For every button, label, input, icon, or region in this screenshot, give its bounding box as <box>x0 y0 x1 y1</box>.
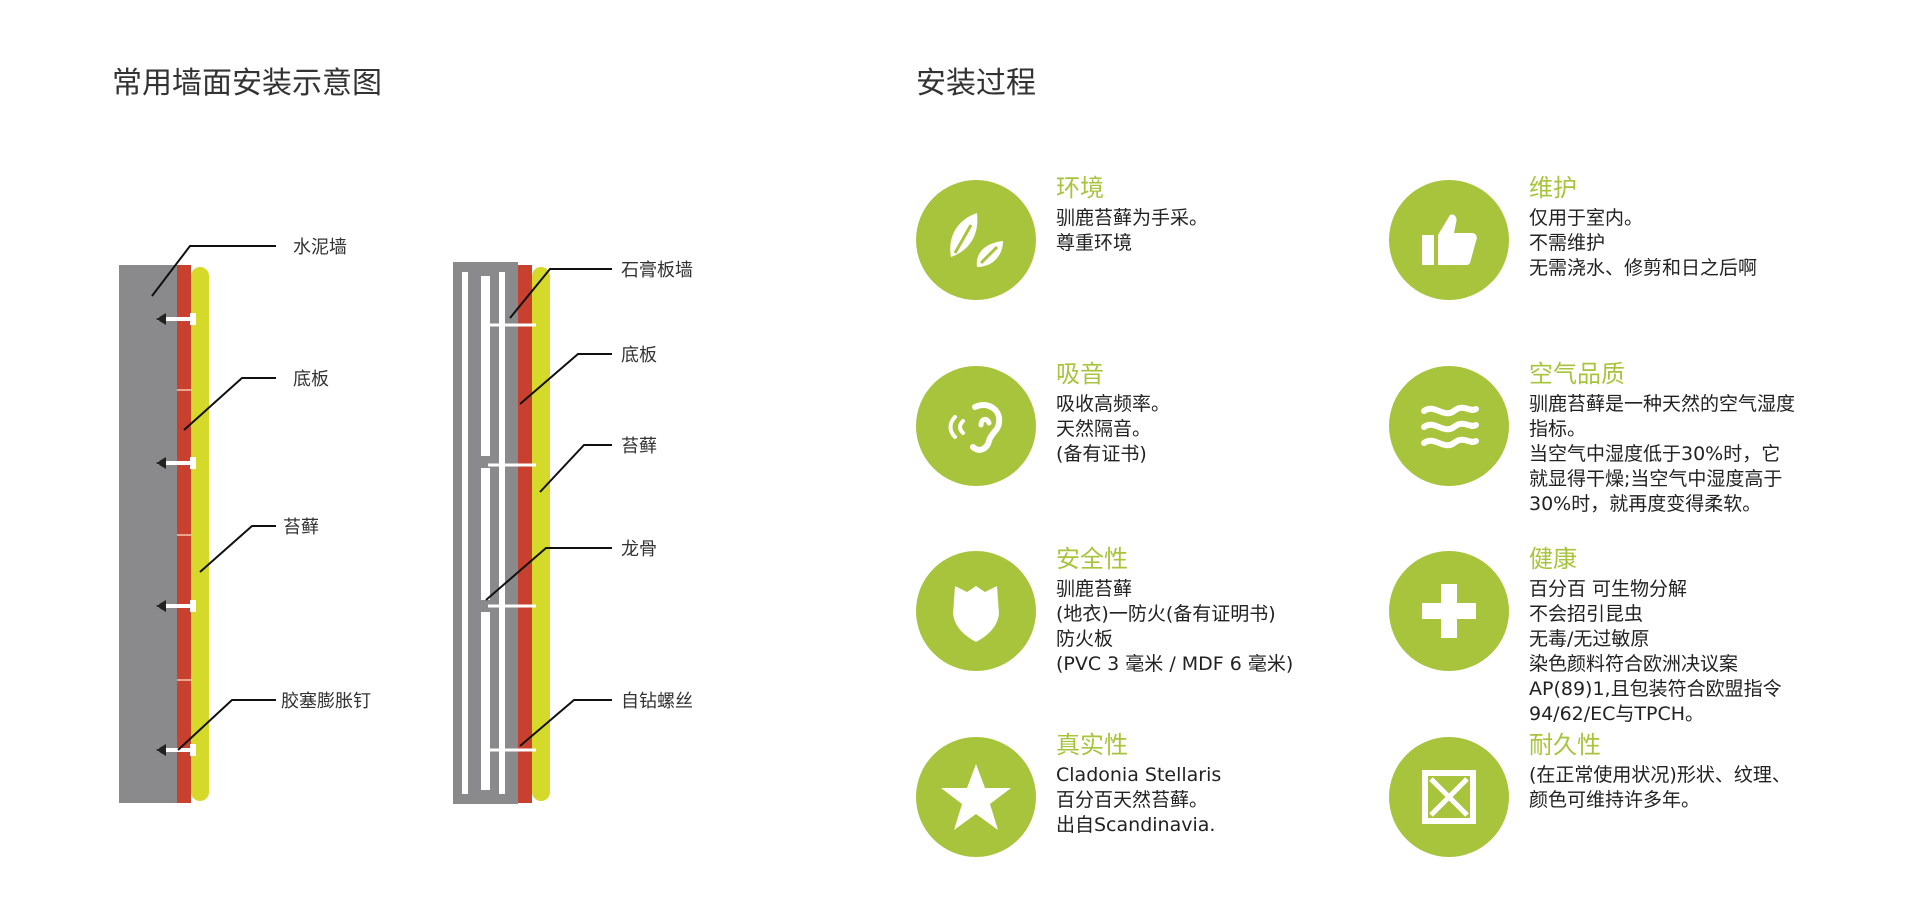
item-text: Cladonia Stellaris 百分百天然苔藓。 出自Scandinavi… <box>1056 763 1221 838</box>
leaf-icon <box>916 180 1036 300</box>
wall-install-diagrams: 水泥墙 底板 苔藓 胶塞膨胀钉 石膏板墙 底板 苔藓 <box>119 237 693 804</box>
label-anchor-nail: 胶塞膨胀钉 <box>281 691 371 712</box>
concrete-wall-layer <box>119 265 177 803</box>
box-cross-icon <box>1389 737 1509 857</box>
item-title: 耐久性 <box>1529 731 1601 759</box>
item-title: 真实性 <box>1056 731 1128 759</box>
item-line: 颜色可维持许多年。 <box>1529 789 1701 811</box>
item-title: 健康 <box>1529 545 1577 573</box>
gypsum-board-layer <box>510 265 518 803</box>
diagram-gypsum-wall: 石膏板墙 底板 苔藓 龙骨 自钻螺丝 <box>453 259 693 804</box>
moss-layer-2 <box>532 267 550 801</box>
item-line: Cladonia Stellaris <box>1056 764 1222 786</box>
thumbs-up-icon <box>1389 180 1509 300</box>
label-board: 底板 <box>293 369 329 390</box>
item-title: 环境 <box>1056 174 1104 202</box>
item-title: 维护 <box>1529 174 1577 202</box>
item-title: 安全性 <box>1056 545 1128 573</box>
item-line: (PVC 3 毫米 / MDF 6 毫米) <box>1056 653 1294 675</box>
item-line: 天然隔音。 <box>1056 418 1152 440</box>
item-line: (备有证书) <box>1056 443 1147 465</box>
item-line: 30%时，就再度变得柔软。 <box>1529 493 1762 515</box>
item-line: 驯鹿苔藓为手采。 <box>1056 207 1209 229</box>
item-line: 指标。 <box>1529 418 1587 440</box>
item-title: 空气品质 <box>1529 360 1625 388</box>
anchor-nails <box>156 313 196 756</box>
label-board-2: 底板 <box>621 345 657 366</box>
item-line: 无需浇水、修剪和日之后啊 <box>1529 257 1758 279</box>
item-line: 就显得干燥;当空气中湿度高于 <box>1529 468 1783 490</box>
item-line: 尊重环境 <box>1056 232 1133 254</box>
left-title: 常用墙面安装示意图 <box>112 66 382 101</box>
item-line: (在正常使用状况)形状、纹理、 <box>1529 764 1791 786</box>
item-line: 百分百 可生物分解 <box>1529 578 1688 600</box>
item-durability: 耐久性 (在正常使用状况)形状、纹理、 颜色可维持许多年。 <box>1389 731 1849 887</box>
star-icon <box>916 737 1036 857</box>
leader-lines <box>151 245 276 751</box>
moss-layer <box>191 267 209 801</box>
board-layer-2 <box>518 265 532 803</box>
item-text: 百分百 可生物分解 不会招引昆虫 无毒/无过敏原 染色颜料符合欧洲决议案 AP(… <box>1529 577 1782 727</box>
label-concrete-wall: 水泥墙 <box>293 237 347 258</box>
item-line: 当空气中湿度低于30%时，它 <box>1529 443 1781 465</box>
item-line: 驯鹿苔藓 <box>1056 578 1133 600</box>
item-line: 无毒/无过敏原 <box>1529 628 1650 650</box>
item-text: 吸收高频率。 天然隔音。 (备有证书) <box>1056 392 1170 467</box>
item-line: 百分百天然苔藓。 <box>1056 789 1209 811</box>
item-text: 仅用于室内。 不需维护 无需浇水、修剪和日之后啊 <box>1529 206 1757 281</box>
label-moss-2: 苔藓 <box>621 436 657 457</box>
label-moss: 苔藓 <box>283 517 319 538</box>
board-seams <box>177 389 191 681</box>
item-line: 不需维护 <box>1529 232 1606 254</box>
self-drilling-screws <box>488 323 536 752</box>
item-safety: 安全性 驯鹿苔藓 (地衣)一防火(备有证明书) 防火板 (PVC 3 毫米 / … <box>916 545 1376 701</box>
item-line: 出自Scandinavia. <box>1056 814 1216 836</box>
item-text: (在正常使用状况)形状、纹理、 颜色可维持许多年。 <box>1529 763 1791 813</box>
ear-icon <box>916 366 1036 486</box>
item-line: 染色颜料符合欧洲决议案 <box>1529 653 1739 675</box>
air-waves-icon <box>1389 366 1509 486</box>
item-authenticity: 真实性 Cladonia Stellaris 百分百天然苔藓。 出自Scandi… <box>916 731 1376 887</box>
item-line: 防火板 <box>1056 628 1114 650</box>
item-air-quality: 空气品质 驯鹿苔藓是一种天然的空气湿度 指标。 当空气中湿度低于30%时，它 就… <box>1389 360 1849 517</box>
right-title: 安装过程 <box>916 66 1036 101</box>
label-screw: 自钻螺丝 <box>621 691 693 712</box>
label-gypsum-wall: 石膏板墙 <box>621 259 693 281</box>
item-line: 仅用于室内。 <box>1529 207 1644 229</box>
item-text: 驯鹿苔藓是一种天然的空气湿度 指标。 当空气中湿度低于30%时，它 就显得干燥;… <box>1529 392 1795 517</box>
item-maintenance: 维护 仅用于室内。 不需维护 无需浇水、修剪和日之后啊 <box>1389 174 1849 330</box>
shield-icon <box>916 551 1036 671</box>
item-text: 驯鹿苔藓 (地衣)一防火(备有证明书) 防火板 (PVC 3 毫米 / MDF … <box>1056 577 1293 677</box>
leader-lines-2 <box>485 268 612 747</box>
item-health: 健康 百分百 可生物分解 不会招引昆虫 无毒/无过敏原 染色颜料符合欧洲决议案 … <box>1389 545 1849 725</box>
item-line: 吸收高频率。 <box>1056 393 1171 415</box>
item-environment: 环境 驯鹿苔藓为手采。 尊重环境 <box>916 174 1376 330</box>
item-sound: 吸音 吸收高频率。 天然隔音。 (备有证书) <box>916 360 1376 516</box>
item-text: 驯鹿苔藓为手采。 尊重环境 <box>1056 206 1208 256</box>
item-line: AP(89)1,且包装符合欧盟指令 <box>1529 678 1782 700</box>
plus-icon <box>1389 551 1509 671</box>
item-line: 不会招引昆虫 <box>1529 603 1644 625</box>
label-keel: 龙骨 <box>621 539 657 560</box>
diagram-concrete-wall: 水泥墙 底板 苔藓 胶塞膨胀钉 <box>119 237 371 803</box>
item-title: 吸音 <box>1056 360 1104 388</box>
item-line: 驯鹿苔藓是一种天然的空气湿度 <box>1529 393 1796 415</box>
item-line: 94/62/EC与TPCH。 <box>1529 703 1705 725</box>
item-line: (地衣)一防火(备有证明书) <box>1056 603 1276 625</box>
